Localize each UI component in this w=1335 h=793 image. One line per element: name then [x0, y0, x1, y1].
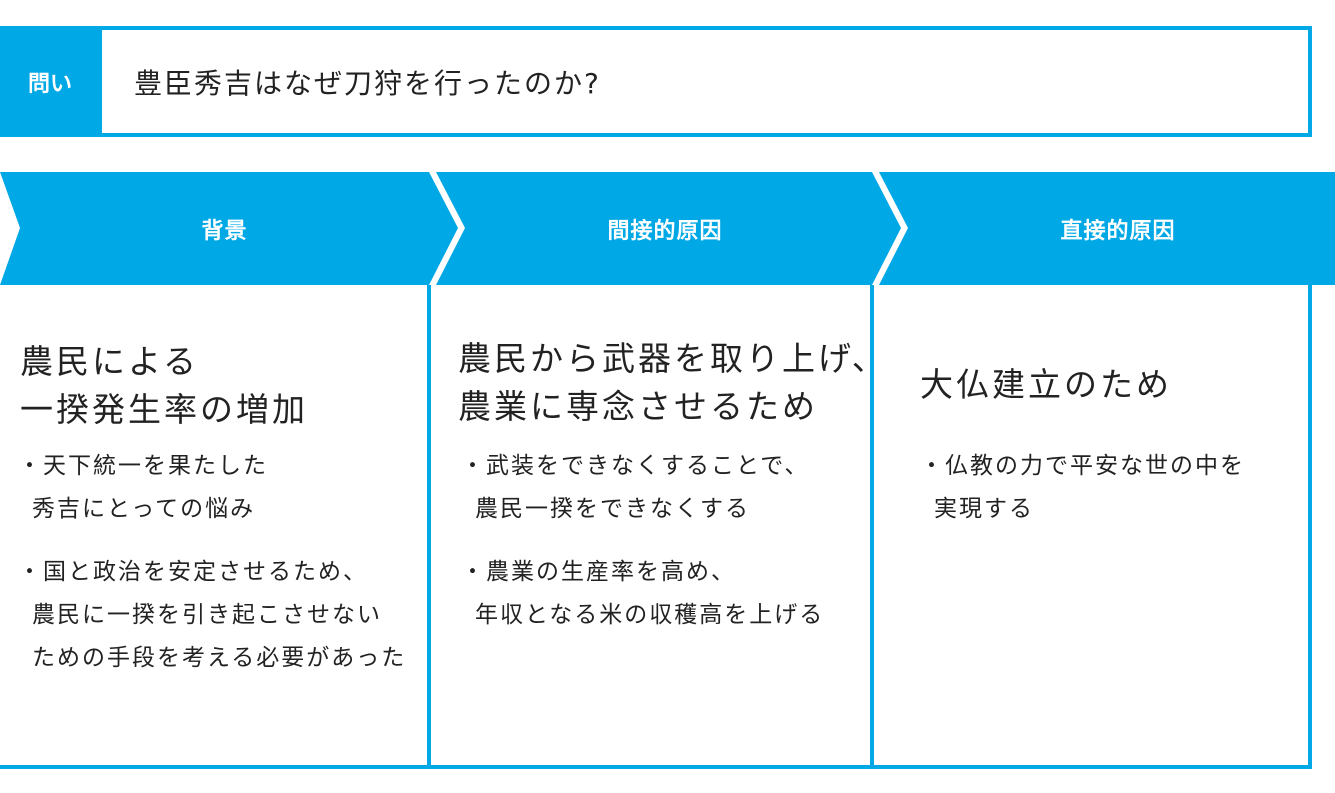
- bullet-line: 秀吉にとっての悩み: [32, 496, 256, 522]
- bullet-item: ・仏教の力で平安な世の中を 実現する: [920, 445, 1245, 531]
- question-text: 豊臣秀吉はなぜ刀狩を行ったのか?: [134, 66, 601, 100]
- bullet-line: ・国と政治を安定させるため、: [18, 559, 368, 585]
- bullet-line: ・農業の生産率を高め、: [461, 559, 736, 585]
- chevron-arrow-2: [436, 172, 901, 285]
- bullet-item: ・国と政治を安定させるため、 農民に一揆を引き起こさせない ための手段を考える必…: [18, 551, 406, 680]
- bullet-line: ・武装をできなくすることで、: [461, 453, 810, 479]
- chevron-arrow-1: [0, 172, 458, 285]
- column-indirect-cause: 農民から武器を取り上げ、 農業に専念させるため ・武装をできなくすることで、 農…: [431, 285, 885, 769]
- header-direct-cause: 直接的原因: [1060, 218, 1176, 244]
- chevron-arrow-3: [879, 172, 1335, 285]
- column-heading: 大仏建立のため: [920, 361, 1172, 409]
- header-background: 背景: [201, 218, 248, 244]
- column-heading: 農民から武器を取り上げ、 農業に専念させるため: [458, 335, 888, 431]
- column-background: 農民による 一揆発生率の増加 ・天下統一を果たした 秀吉にとっての悩み ・国と政…: [0, 285, 431, 769]
- column-heading: 農民による 一揆発生率の増加: [20, 338, 308, 434]
- bullet-line: 実現する: [934, 496, 1034, 522]
- chevron-arrows: [0, 172, 1335, 285]
- bullet-line: ・仏教の力で平安な世の中を: [920, 453, 1245, 479]
- header-band: 背景 間接的原因 直接的原因: [0, 172, 1335, 285]
- bullet-line: ・天下統一を果たした: [18, 453, 268, 479]
- heading-line: 大仏建立のため: [920, 365, 1172, 404]
- bullet-item: ・農業の生産率を高め、 年収となる米の収穫高を上げる: [461, 551, 824, 637]
- question-label: 問い: [4, 30, 102, 133]
- question-box: 問い 豊臣秀吉はなぜ刀狩を行ったのか?: [0, 26, 1312, 137]
- heading-line: 一揆発生率の増加: [20, 390, 308, 429]
- bullet-line: ための手段を考える必要があった: [32, 645, 407, 671]
- bullet-line: 農民に一揆を引き起こさせない: [32, 602, 382, 628]
- heading-line: 農民から武器を取り上げ、: [458, 339, 888, 378]
- bullet-line: 農民一揆をできなくする: [475, 496, 750, 522]
- column-direct-cause: 大仏建立のため ・仏教の力で平安な世の中を 実現する: [874, 285, 1312, 769]
- bullet-item: ・天下統一を果たした 秀吉にとっての悩み: [18, 445, 268, 531]
- heading-line: 農民による: [20, 342, 200, 381]
- heading-line: 農業に専念させるため: [458, 387, 818, 426]
- header-indirect-cause: 間接的原因: [607, 218, 723, 244]
- bullet-item: ・武装をできなくすることで、 農民一揆をできなくする: [461, 445, 809, 531]
- bullet-line: 年収となる米の収穫高を上げる: [475, 602, 825, 628]
